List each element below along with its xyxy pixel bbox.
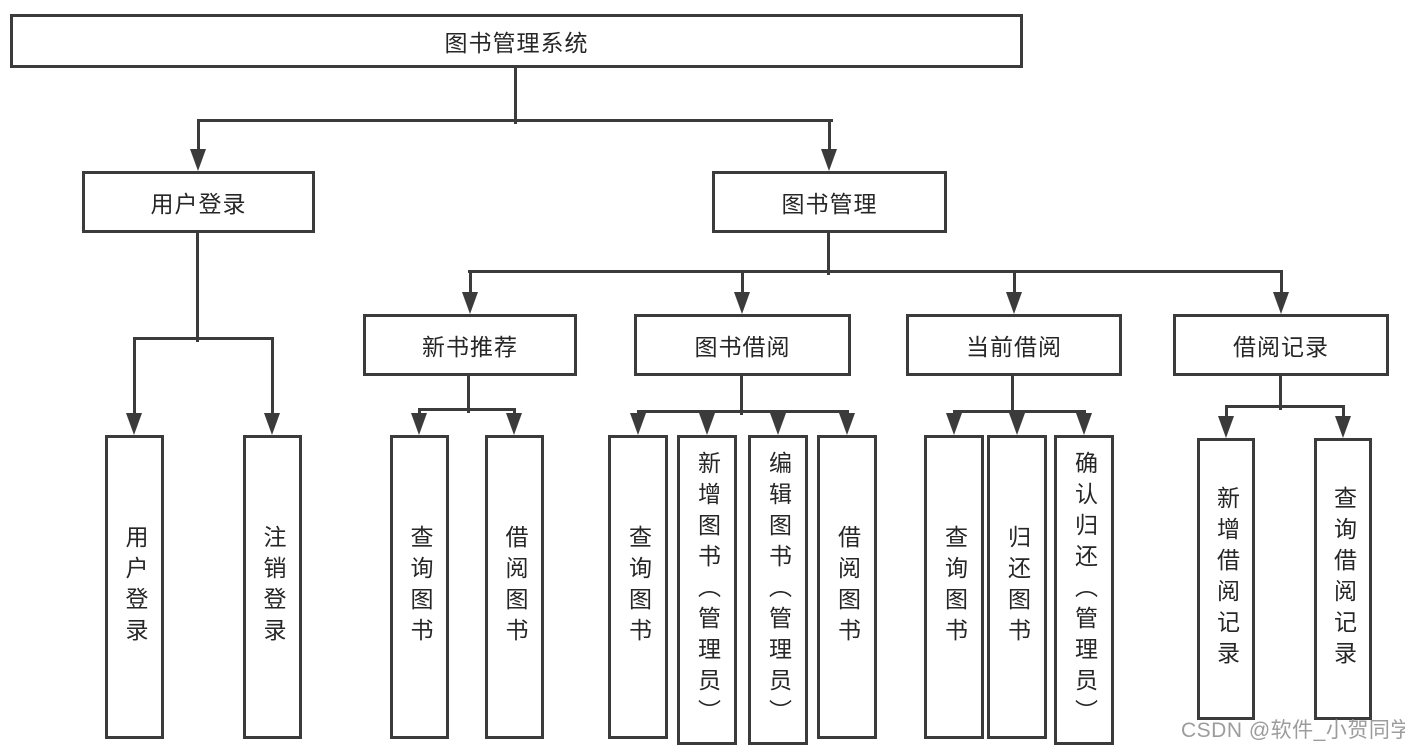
leaf-cb-query-books-label: 查询图书 bbox=[941, 525, 968, 649]
connector-line bbox=[197, 119, 200, 151]
connector-line bbox=[1083, 410, 1086, 415]
connector-line bbox=[1011, 376, 1014, 415]
leaf-cb-query-books: 查询图书 bbox=[924, 435, 984, 739]
arrow-down-icon bbox=[839, 413, 855, 435]
node-current-borrow: 当前借阅 bbox=[906, 314, 1122, 376]
leaf-nb-borrow-books-label: 借阅图书 bbox=[502, 525, 528, 649]
arrow-down-icon bbox=[946, 413, 962, 435]
node-root: 图书管理系统 bbox=[10, 14, 1023, 68]
connector-line bbox=[1280, 270, 1283, 294]
connector-line bbox=[637, 410, 640, 415]
leaf-cb-confirm-return-admin-label: 确认归还（管理员） bbox=[1071, 450, 1098, 730]
arrow-down-icon bbox=[190, 149, 206, 171]
connector-line bbox=[133, 337, 274, 340]
leaf-br-query-record-label: 查询借阅记录 bbox=[1330, 486, 1357, 672]
connector-line bbox=[197, 119, 833, 122]
connector-line bbox=[740, 376, 743, 415]
arrow-down-icon bbox=[734, 292, 750, 314]
node-borrow-records-label: 借阅记录 bbox=[1233, 334, 1329, 360]
connector-line bbox=[1279, 376, 1282, 410]
connector-line bbox=[271, 337, 274, 415]
connector-line bbox=[827, 233, 830, 275]
connector-line bbox=[1016, 410, 1019, 415]
leaf-bb-query-books: 查询图书 bbox=[608, 435, 668, 739]
arrow-down-icon bbox=[126, 413, 142, 435]
leaf-user-login: 用户登录 bbox=[105, 435, 164, 739]
leaf-cb-confirm-return-admin: 确认归还（管理员） bbox=[1054, 435, 1114, 745]
connector-line bbox=[196, 233, 199, 342]
connector-line bbox=[1342, 405, 1345, 418]
leaf-cb-return-books: 归还图书 bbox=[987, 435, 1047, 739]
connector-line bbox=[418, 408, 516, 411]
arrow-down-icon bbox=[1076, 413, 1092, 435]
arrow-down-icon bbox=[770, 413, 786, 435]
leaf-br-query-record: 查询借阅记录 bbox=[1314, 438, 1372, 720]
leaf-logout: 注销登录 bbox=[243, 435, 302, 739]
connector-line bbox=[514, 68, 517, 124]
node-new-book-recommend-label: 新书推荐 bbox=[422, 334, 518, 360]
node-book-borrow-label: 图书借阅 bbox=[694, 334, 791, 360]
arrow-down-icon bbox=[1006, 292, 1022, 314]
leaf-br-add-record: 新增借阅记录 bbox=[1197, 438, 1255, 720]
connector-line bbox=[828, 119, 831, 151]
leaf-bb-edit-books-admin-label: 编辑图书（管理员） bbox=[765, 450, 792, 730]
leaf-nb-query-books: 查询图书 bbox=[390, 435, 449, 739]
watermark: CSDN @软件_小贺同学 bbox=[1181, 719, 1405, 742]
connector-line bbox=[953, 410, 1086, 413]
node-book-management-label: 图书管理 bbox=[781, 191, 878, 217]
node-borrow-records: 借阅记录 bbox=[1173, 314, 1389, 376]
arrow-down-icon bbox=[506, 413, 522, 435]
leaf-bb-query-books-label: 查询图书 bbox=[625, 525, 652, 649]
node-new-book-recommend: 新书推荐 bbox=[363, 314, 577, 376]
connector-line bbox=[468, 270, 1283, 273]
node-root-label: 图书管理系统 bbox=[444, 30, 589, 56]
arrow-down-icon bbox=[699, 413, 715, 435]
leaf-bb-add-books-admin: 新增图书（管理员） bbox=[677, 435, 737, 745]
arrow-down-icon bbox=[462, 292, 478, 314]
arrow-down-icon bbox=[630, 413, 646, 435]
arrow-down-icon bbox=[1335, 416, 1351, 438]
arrow-down-icon bbox=[1009, 413, 1025, 435]
node-user-login-label: 用户登录 bbox=[150, 191, 247, 217]
connector-line bbox=[706, 410, 709, 415]
leaf-nb-query-books-label: 查询图书 bbox=[407, 525, 433, 649]
node-book-management: 图书管理 bbox=[712, 171, 947, 233]
leaf-bb-add-books-admin-label: 新增图书（管理员） bbox=[694, 450, 721, 730]
arrow-down-icon bbox=[821, 149, 837, 171]
connector-line bbox=[953, 410, 956, 415]
leaf-bb-borrow-books: 借阅图书 bbox=[817, 435, 877, 739]
connector-line bbox=[467, 376, 470, 413]
leaf-logout-label: 注销登录 bbox=[260, 525, 286, 649]
connector-line bbox=[513, 408, 516, 415]
connector-line bbox=[1013, 270, 1016, 294]
arrow-down-icon bbox=[1218, 416, 1234, 438]
connector-line bbox=[637, 410, 848, 413]
leaf-nb-borrow-books: 借阅图书 bbox=[485, 435, 544, 739]
leaf-cb-return-books-label: 归还图书 bbox=[1004, 525, 1031, 649]
connector-line bbox=[1225, 405, 1344, 408]
connector-line bbox=[469, 270, 472, 294]
connector-line bbox=[133, 337, 136, 415]
arrow-down-icon bbox=[411, 413, 427, 435]
leaf-user-login-label: 用户登录 bbox=[122, 525, 148, 649]
connector-line bbox=[741, 270, 744, 294]
connector-line bbox=[418, 408, 421, 415]
node-user-login: 用户登录 bbox=[82, 171, 315, 233]
leaf-bb-edit-books-admin: 编辑图书（管理员） bbox=[748, 435, 808, 745]
connector-line bbox=[1225, 405, 1228, 418]
arrow-down-icon bbox=[264, 413, 280, 435]
arrow-down-icon bbox=[1273, 292, 1289, 314]
leaf-bb-borrow-books-label: 借阅图书 bbox=[834, 525, 861, 649]
connector-line bbox=[846, 410, 849, 415]
node-book-borrow: 图书借阅 bbox=[634, 314, 851, 376]
connector-line bbox=[777, 410, 780, 415]
leaf-br-add-record-label: 新增借阅记录 bbox=[1213, 486, 1240, 672]
node-current-borrow-label: 当前借阅 bbox=[966, 334, 1062, 360]
